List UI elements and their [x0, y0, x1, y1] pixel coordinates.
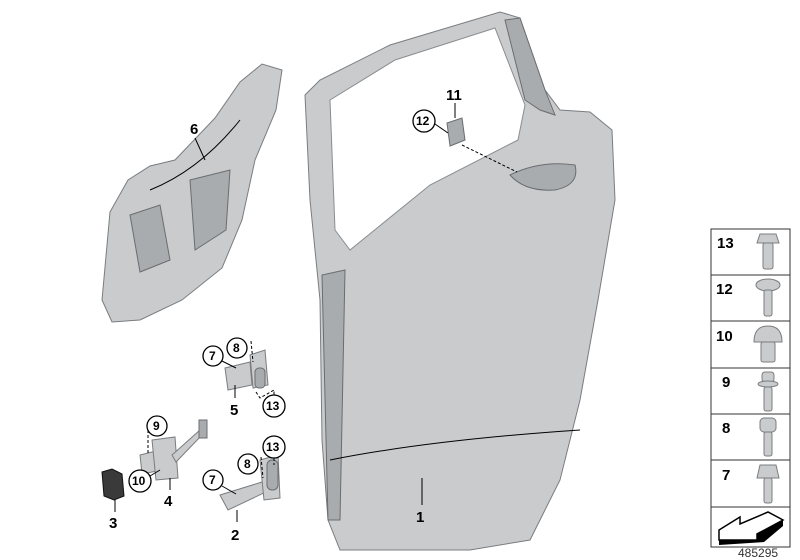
callout-circle-12 [412, 109, 436, 133]
callout-8-lower: 8 [244, 457, 251, 471]
hex-bolt-icon [756, 464, 780, 504]
callout-13-upper: 13 [266, 399, 280, 413]
fastener-label-10: 10 [716, 328, 733, 345]
cover-part[interactable] [446, 117, 466, 147]
callout-13-lower: 13 [266, 440, 280, 454]
fastener-label-13: 13 [717, 235, 734, 252]
torx-collar-bolt-icon [757, 371, 779, 412]
fastener-row-10[interactable]: 10 [716, 325, 783, 363]
fastener-row-7[interactable]: 7 [722, 464, 780, 504]
fastener-label-8: 8 [722, 420, 730, 437]
hex-flange-bolt-icon [756, 233, 780, 270]
callout-11: 11 [446, 87, 462, 104]
fastener-row-9[interactable]: 9 [722, 371, 779, 412]
callout-4: 4 [164, 493, 173, 510]
callout-5: 5 [230, 402, 238, 419]
fastener-panel: 13 12 10 9 [710, 228, 791, 548]
callout-7-lower: 7 [209, 473, 216, 487]
callout-circle-8-lower [237, 453, 259, 475]
callout-circle-7-lower [202, 469, 224, 491]
callout-6: 6 [190, 121, 198, 138]
door-check-part[interactable] [139, 419, 208, 481]
leader-10 [149, 469, 161, 477]
callout-circle-9 [146, 415, 168, 437]
callout-12: 12 [416, 114, 430, 128]
door-part[interactable] [304, 11, 616, 551]
fastener-label-12: 12 [716, 281, 733, 298]
callout-circle-10 [128, 469, 152, 493]
leader-7-upper [221, 360, 237, 369]
diagram-id: 485295 [738, 546, 778, 560]
torx-bolt-icon [759, 417, 777, 457]
callout-3: 3 [109, 515, 117, 532]
callout-8-upper: 8 [233, 341, 240, 355]
stop-pad-part[interactable] [101, 468, 125, 501]
leader-12 [434, 123, 449, 134]
dash-8-lower [260, 456, 264, 479]
inner-panel-part[interactable] [101, 63, 283, 323]
fastener-row-12[interactable]: 12 [716, 278, 781, 317]
pan-head-bolt-icon [753, 325, 783, 363]
leader-7-lower [221, 485, 237, 495]
lower-hinge-part[interactable] [219, 454, 281, 511]
fastener-label-7: 7 [722, 467, 730, 484]
callout-7-upper: 7 [209, 349, 216, 363]
callout-1: 1 [416, 509, 424, 526]
callout-9: 9 [153, 419, 160, 433]
callout-2: 2 [231, 527, 239, 544]
callout-10: 10 [132, 474, 146, 488]
upper-hinge-part[interactable] [224, 349, 269, 391]
fastener-label-9: 9 [722, 374, 730, 391]
callout-circle-7-upper [202, 345, 224, 367]
direction-arrow-icon [718, 511, 785, 545]
fastener-row-13[interactable]: 13 [717, 233, 780, 270]
dash-13-upper [255, 389, 275, 399]
fastener-row-8[interactable]: 8 [722, 417, 777, 457]
dash-8-upper [250, 340, 254, 363]
torx-washer-screw-icon [755, 278, 781, 317]
dash-12 [461, 144, 518, 173]
callout-circle-8-upper [226, 337, 248, 359]
leader-6 [194, 137, 206, 161]
callout-circle-13-upper [262, 394, 286, 418]
